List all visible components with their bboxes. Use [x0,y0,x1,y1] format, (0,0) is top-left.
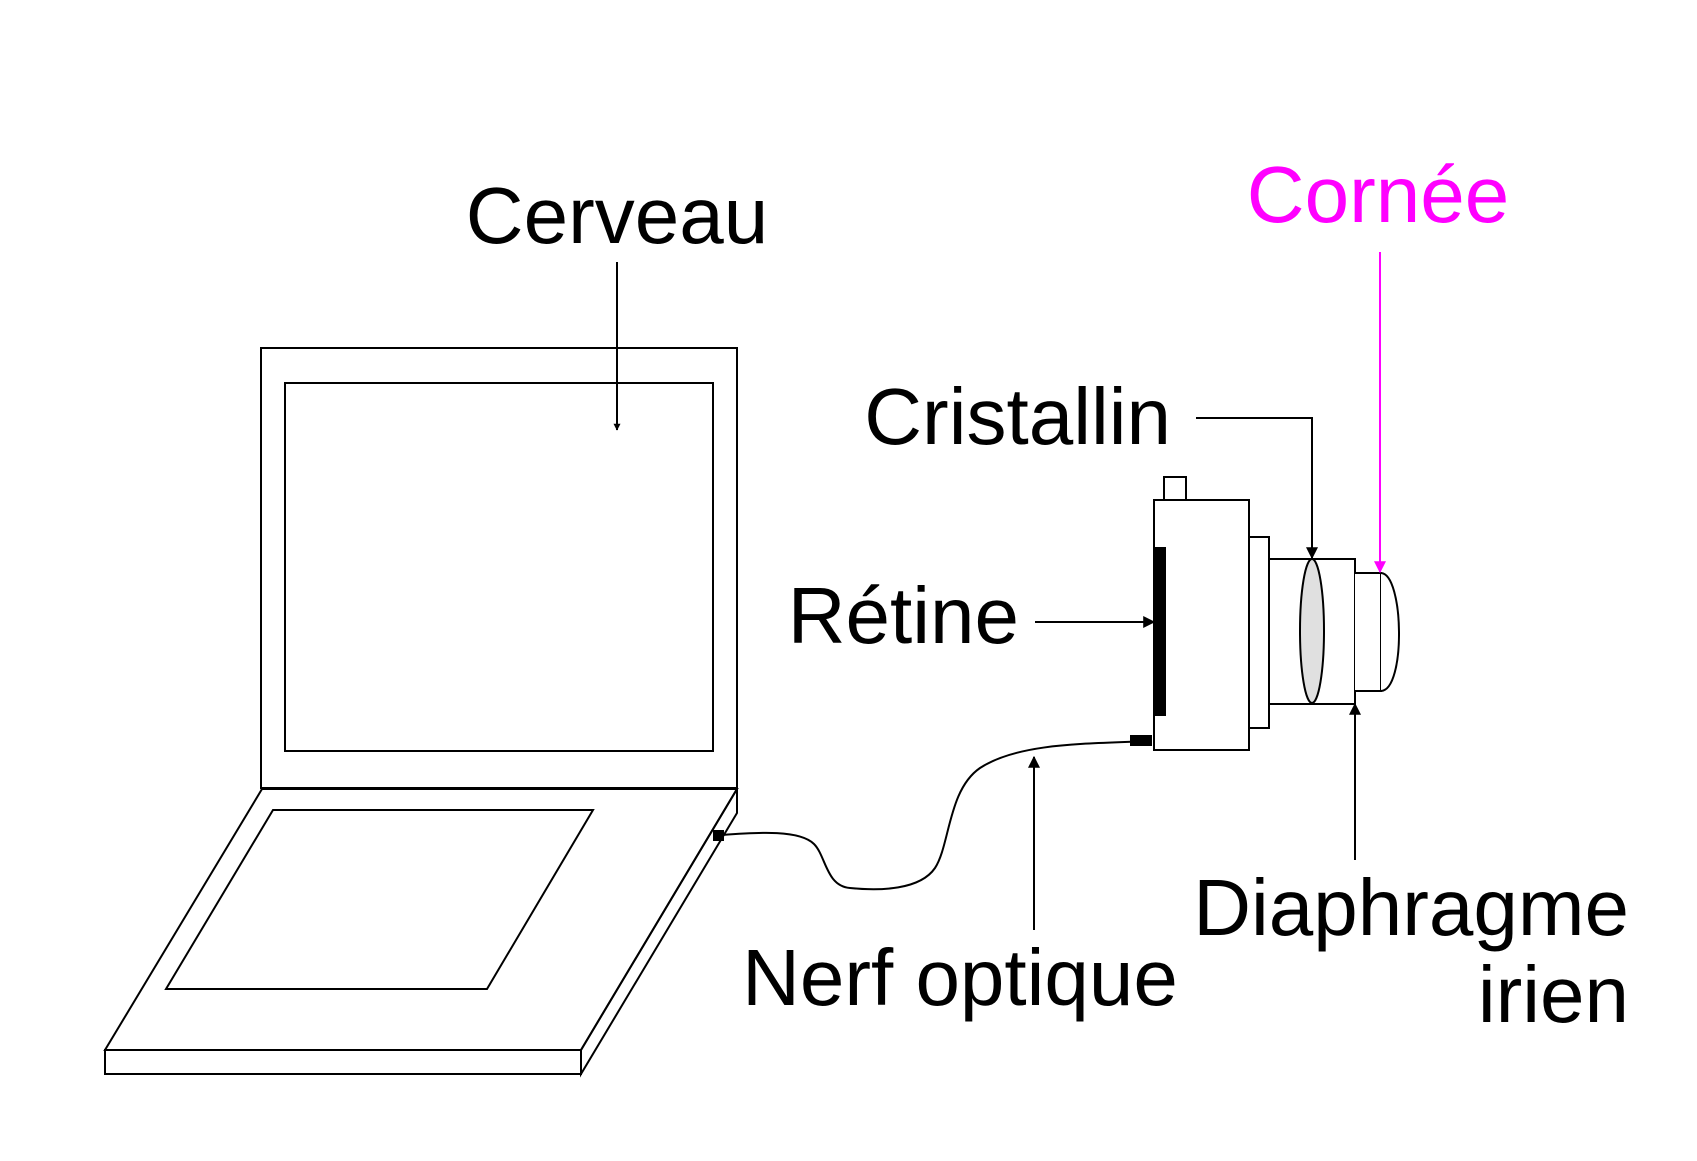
optic-nerve-cable [721,740,1151,891]
laptop-port [713,830,724,841]
laptop-icon [103,347,739,1078]
laptop-base-side [580,785,738,1078]
label-cristallin: Cristallin [864,372,1171,461]
laptop-base-front [104,1049,582,1075]
label-diaphragme-line2: irien [1478,950,1629,1039]
camera-body [1153,499,1250,751]
camera-cable-connector [1130,735,1152,746]
camera-top-bump [1163,476,1187,502]
cristallin-leader [1196,417,1318,560]
label-cornee: Cornée [1247,150,1509,239]
lens-mount [1248,536,1270,729]
cornea-dome [1380,572,1400,692]
label-nerf-optique: Nerf optique [742,933,1178,1022]
label-diaphragme-line1: Diaphragme [1193,863,1629,952]
label-retine: Rétine [788,571,1019,660]
retina-sensor [1155,547,1166,716]
lens-front-tube [1355,572,1382,692]
crystalline-lens [1299,558,1325,704]
laptop-lid [260,347,738,789]
laptop-keyboard-area [164,809,595,990]
laptop-base-top [103,788,739,1051]
laptop-screen [284,382,714,752]
camera-icon [1153,476,1400,751]
label-cerveau: Cerveau [466,171,768,260]
